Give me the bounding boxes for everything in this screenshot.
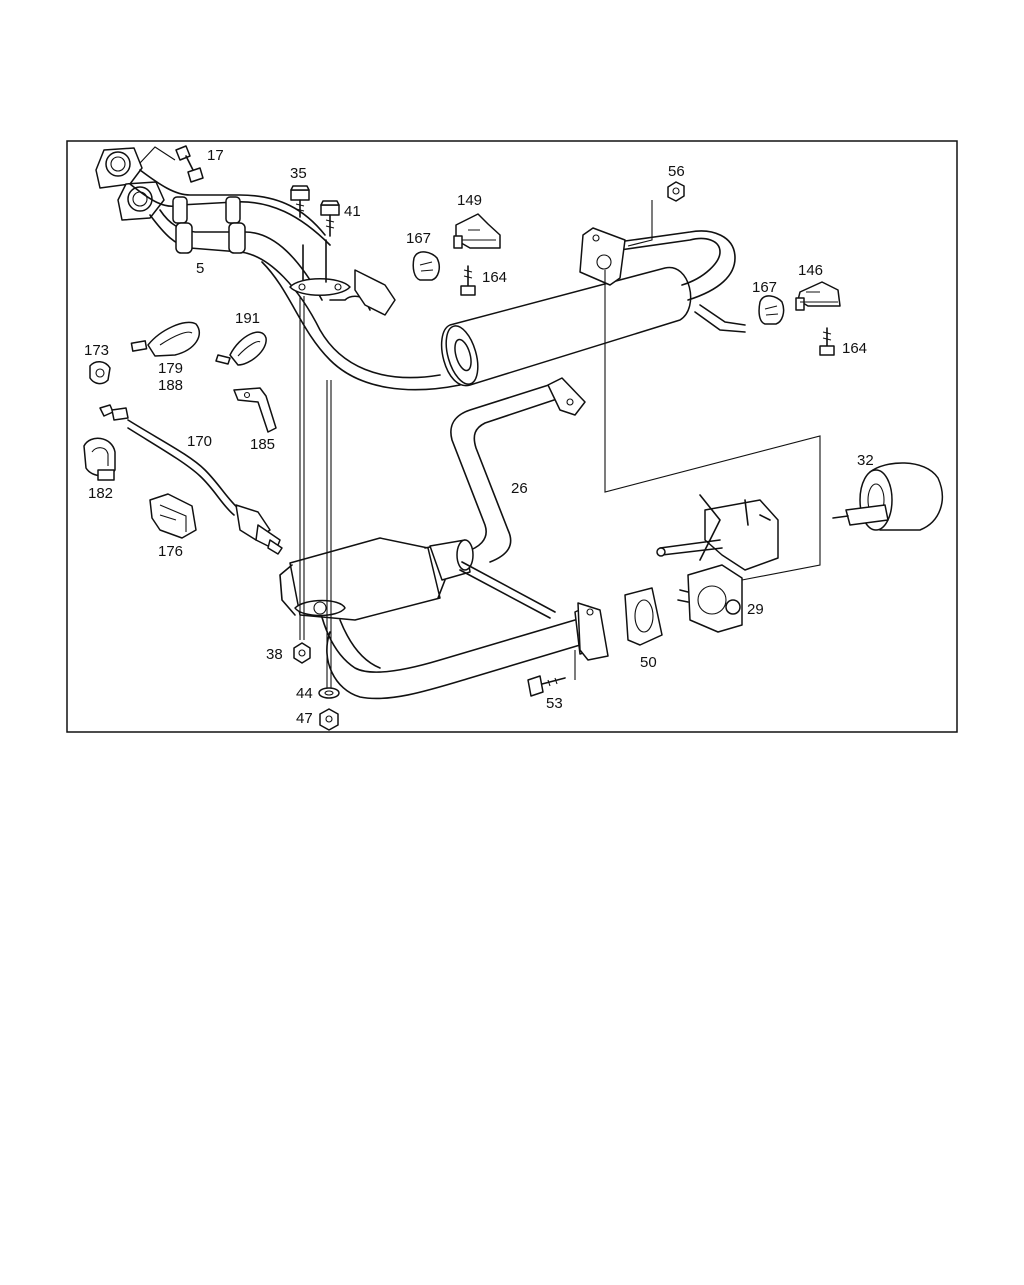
callout-26: 26	[511, 480, 528, 497]
grommet-part-182	[83, 437, 116, 481]
nut-part-47	[319, 708, 339, 731]
callout-149: 149	[457, 192, 482, 209]
callout-50: 50	[640, 654, 657, 671]
diagram-border	[66, 140, 958, 733]
callout-17: 17	[207, 147, 224, 164]
nut-part-56	[667, 181, 685, 202]
callout-167-left: 167	[406, 230, 431, 247]
nut-part-38	[293, 642, 311, 664]
bolt-part-164-left	[460, 265, 476, 296]
bolt-part-164-right	[819, 327, 835, 356]
callout-164-right: 164	[842, 340, 867, 357]
callout-35: 35	[290, 165, 307, 182]
exhaust-flap-part-29	[656, 494, 779, 633]
bracket-part-149	[453, 213, 501, 249]
callout-38: 38	[266, 646, 283, 663]
lower-flange	[294, 599, 346, 617]
lower-pipe	[319, 561, 609, 700]
callout-173: 173	[84, 342, 109, 359]
leader-29	[604, 270, 821, 581]
callout-164-left: 164	[482, 269, 507, 286]
bolt-part-53	[527, 675, 566, 697]
bolt-part-17	[175, 145, 204, 183]
gasket-part-50	[624, 587, 663, 646]
callout-188: 188	[158, 377, 183, 394]
callout-56: 56	[668, 163, 685, 180]
leader-56	[627, 200, 653, 247]
oxygen-sensor-part-170	[99, 404, 283, 555]
cable-clamp-part-191	[215, 331, 267, 366]
callout-167-right: 167	[752, 279, 777, 296]
clip-part-176	[149, 493, 197, 539]
washer-part-44	[318, 687, 340, 699]
callout-5: 5	[196, 260, 204, 277]
bolt-part-41	[320, 200, 340, 237]
callout-44: 44	[296, 685, 313, 702]
callout-191: 191	[235, 310, 260, 327]
callout-29: 29	[747, 601, 764, 618]
leader-17	[139, 146, 176, 164]
bolt-part-35	[290, 185, 310, 218]
rubber-mount-part-167-right	[758, 295, 785, 325]
callout-47: 47	[296, 710, 313, 727]
bracket-part-185	[233, 387, 277, 433]
callout-146: 146	[798, 262, 823, 279]
rear-flange	[579, 227, 626, 286]
callout-176: 176	[158, 543, 183, 560]
front-pipe-part-5	[95, 147, 461, 391]
bracket-part-146	[795, 281, 841, 311]
callout-labels: 17 35 41 5 149 167 164 56 146 167 164 17…	[84, 147, 874, 727]
callout-182: 182	[88, 485, 113, 502]
callout-179: 179	[158, 360, 183, 377]
intermediate-pipe-part-26	[450, 377, 586, 563]
callout-170: 170	[187, 433, 212, 450]
clip-part-173	[89, 361, 111, 385]
cable-tie-part-179-188	[130, 321, 201, 357]
callout-53: 53	[546, 695, 563, 712]
tailpipe-trim-part-32	[832, 462, 943, 531]
front-silencer	[440, 230, 746, 387]
stud-guide-lines	[299, 296, 332, 690]
callout-185: 185	[250, 436, 275, 453]
callout-41: 41	[344, 203, 361, 220]
rubber-mount-part-167-left	[412, 251, 440, 281]
upper-flange	[289, 239, 396, 316]
callout-32: 32	[857, 452, 874, 469]
